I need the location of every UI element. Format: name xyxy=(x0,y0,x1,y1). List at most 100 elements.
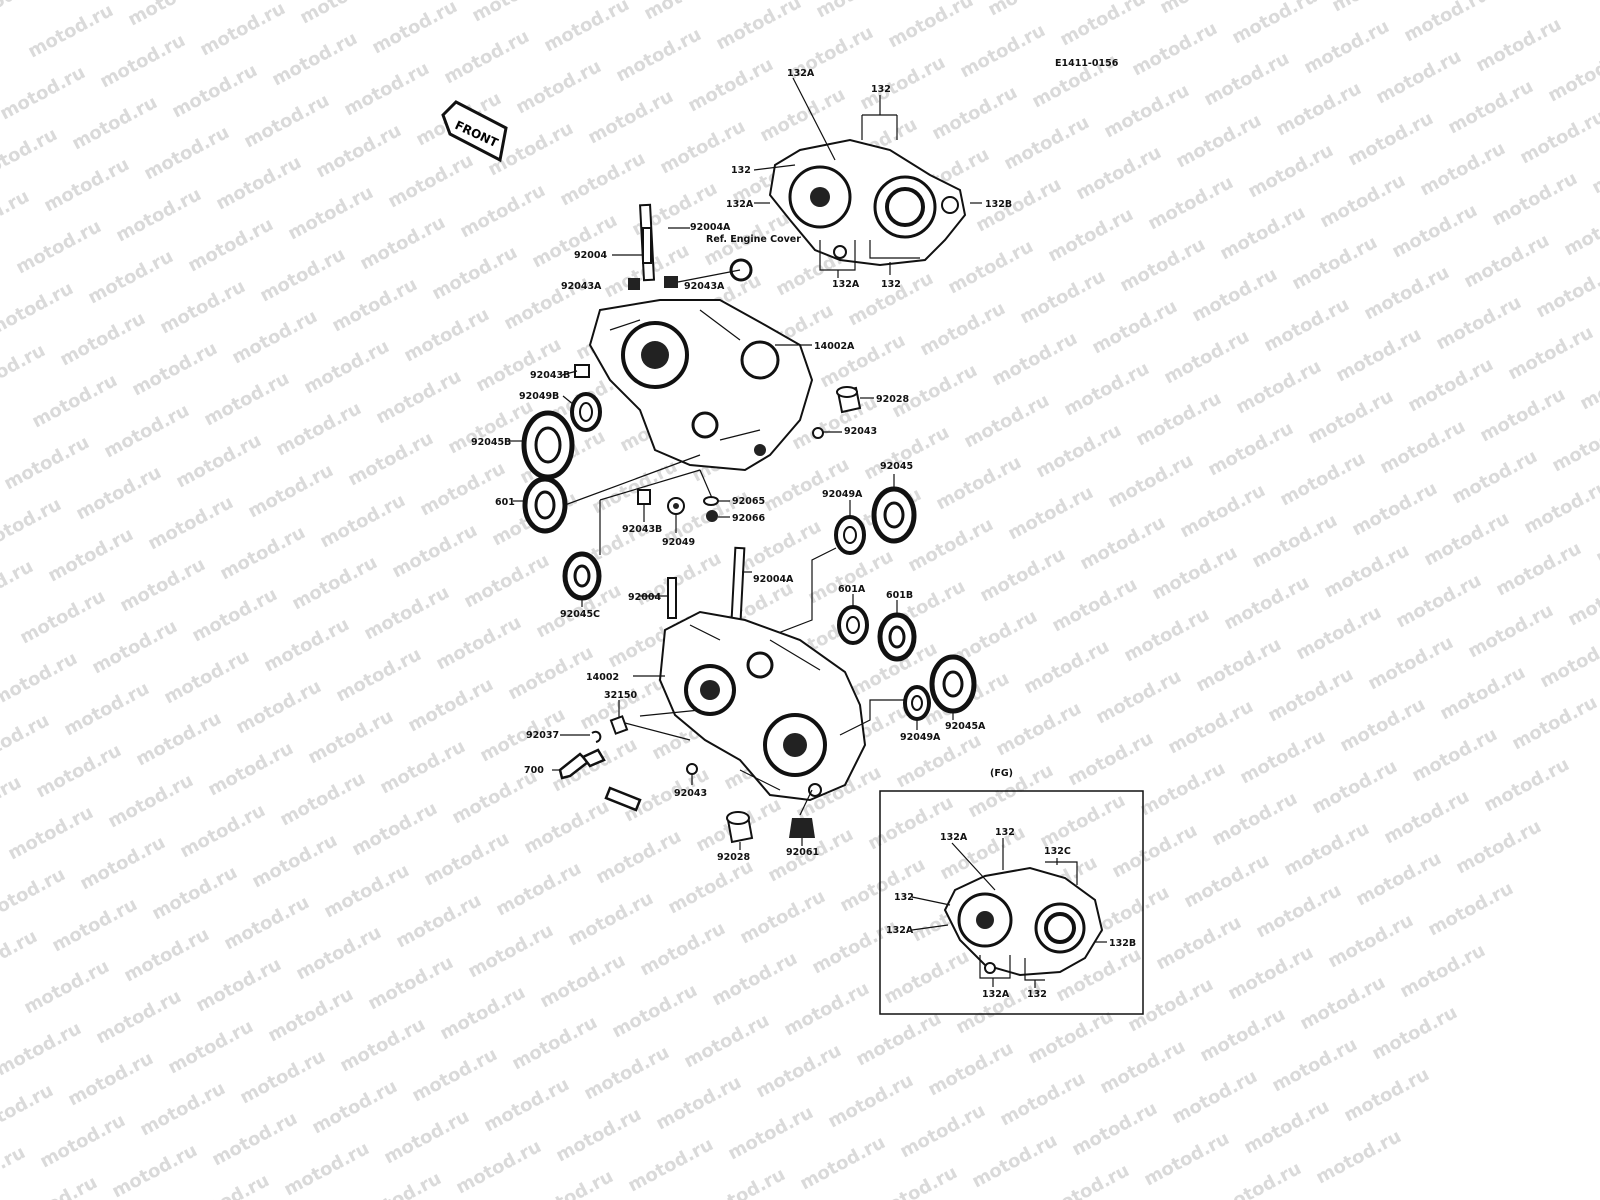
watermark-text: motod.ru xyxy=(896,1100,988,1162)
watermark-text: motod.ru xyxy=(380,1106,472,1168)
watermark-text: motod.ru xyxy=(428,242,520,304)
watermark-text: motod.ru xyxy=(1204,418,1296,480)
watermark-text: motod.ru xyxy=(1464,600,1556,662)
watermark-text: motod.ru xyxy=(1236,726,1328,788)
watermark-text: motod.ru xyxy=(1304,386,1396,448)
watermark-text: motod.ru xyxy=(1200,48,1292,110)
watermark-text: motod.ru xyxy=(400,304,492,366)
watermark-text: motod.ru xyxy=(996,1068,1088,1130)
label-92028-upper: 92028 xyxy=(876,394,909,405)
watermark-text: motod.ru xyxy=(0,864,69,926)
watermark-text: motod.ru xyxy=(1232,356,1324,418)
watermark-text: motod.ru xyxy=(1076,512,1168,574)
watermark-text: motod.ru xyxy=(192,954,284,1016)
watermark-text: motod.ru xyxy=(868,1162,960,1200)
watermark-text: motod.ru xyxy=(1004,482,1096,544)
watermark-text: motod.ru xyxy=(588,456,680,518)
fg-inset-frame xyxy=(879,790,1144,1015)
watermark-text: motod.ru xyxy=(56,308,148,370)
fg-label-132-top: 132 xyxy=(995,827,1015,838)
label-132A-left: 132A xyxy=(726,199,754,210)
watermark-text: motod.ru xyxy=(1396,940,1488,1002)
watermark-text: motod.ru xyxy=(1196,1004,1288,1066)
watermark-text: motod.ru xyxy=(976,544,1068,606)
watermark-text: motod.ru xyxy=(1328,0,1420,16)
label-92061: 92061 xyxy=(786,847,819,858)
watermark-text: motod.ru xyxy=(1560,198,1600,260)
watermark-text: motod.ru xyxy=(1320,540,1412,602)
watermark-text: motod.ru xyxy=(1132,388,1224,450)
watermark-text: motod.ru xyxy=(28,370,120,432)
watermark-text: motod.ru xyxy=(992,698,1084,760)
fg-label-132A-bottom: 132A xyxy=(982,989,1010,1000)
watermark-text: motod.ru xyxy=(256,244,348,306)
watermark-text: motod.ru xyxy=(1136,758,1228,820)
watermark-text: motod.ru xyxy=(72,462,164,524)
watermark-text: motod.ru xyxy=(260,614,352,676)
watermark-text: motod.ru xyxy=(280,1138,372,1200)
watermark-text: motod.ru xyxy=(1408,724,1500,786)
watermark-text: motod.ru xyxy=(640,0,732,24)
watermark-text: motod.ru xyxy=(812,0,904,22)
watermark-text: motod.ru xyxy=(1048,574,1140,636)
watermark-text: motod.ru xyxy=(104,770,196,832)
label-601: 601 xyxy=(495,497,515,508)
label-132B-top: 132B xyxy=(985,199,1012,210)
watermark-text: motod.ru xyxy=(200,368,292,430)
watermark-text: motod.ru xyxy=(120,924,212,986)
watermark-text: motod.ru xyxy=(536,950,628,1012)
watermark-text: motod.ru xyxy=(208,1108,300,1170)
watermark-text: motod.ru xyxy=(1292,602,1384,664)
watermark-text: motod.ru xyxy=(592,826,684,888)
watermark-text: motod.ru xyxy=(1404,354,1496,416)
watermark-text: motod.ru xyxy=(0,556,37,618)
watermark-text: motod.ru xyxy=(1368,1002,1460,1064)
small-parts-lower-left xyxy=(552,700,701,812)
watermark-text: motod.ru xyxy=(332,644,424,706)
label-132-left: 132 xyxy=(731,165,751,176)
watermark-text: motod.ru xyxy=(756,84,848,146)
watermark-text: motod.ru xyxy=(984,0,1076,20)
watermark-text: motod.ru xyxy=(140,122,232,184)
watermark-text: motod.ru xyxy=(0,926,41,988)
watermark-text: motod.ru xyxy=(1452,816,1544,878)
watermark-text: motod.ru xyxy=(928,82,1020,144)
watermark-text: motod.ru xyxy=(1244,140,1336,202)
watermark-text: motod.ru xyxy=(1424,878,1516,940)
watermark-text: motod.ru xyxy=(864,792,956,854)
watermark-text: motod.ru xyxy=(1020,636,1112,698)
watermark-text: motod.ru xyxy=(680,1010,772,1072)
watermark-text: motod.ru xyxy=(1000,112,1092,174)
watermark-text: motod.ru xyxy=(1164,696,1256,758)
label-92049A-lower: 92049A xyxy=(900,732,941,743)
watermark-text: motod.ru xyxy=(420,828,512,890)
watermark-text: motod.ru xyxy=(1224,942,1316,1004)
watermark-text: motod.ru xyxy=(880,946,972,1008)
fg-label-132C: 132C xyxy=(1044,846,1071,857)
watermark-text: motod.ru xyxy=(236,1046,328,1108)
watermark-text: motod.ru xyxy=(1044,204,1136,266)
watermark-text: motod.ru xyxy=(1504,322,1596,384)
watermark-text: motod.ru xyxy=(316,490,408,552)
watermark-text: motod.ru xyxy=(1088,296,1180,358)
watermark-text: motod.ru xyxy=(404,674,496,736)
watermark-text: motod.ru xyxy=(132,708,224,770)
watermark-text: motod.ru xyxy=(608,980,700,1042)
watermark-text: motod.ru xyxy=(636,918,728,980)
watermark-text: motod.ru xyxy=(1492,538,1584,600)
watermark-text: motod.ru xyxy=(392,890,484,952)
watermark-text: motod.ru xyxy=(320,860,412,922)
watermark-text: motod.ru xyxy=(296,0,388,28)
watermark-text: motod.ru xyxy=(376,736,468,798)
watermark-text: motod.ru xyxy=(1300,16,1392,78)
watermark-text: motod.ru xyxy=(116,554,208,616)
watermark-text: motod.ru xyxy=(1172,110,1264,172)
watermark-text: motod.ru xyxy=(36,1110,128,1172)
watermark-text: motod.ru xyxy=(436,982,528,1044)
watermark-text: motod.ru xyxy=(1072,142,1164,204)
watermark-text: motod.ru xyxy=(1508,692,1600,754)
watermark-text: motod.ru xyxy=(1188,264,1280,326)
watermark-text: motod.ru xyxy=(144,492,236,554)
watermark-text: motod.ru xyxy=(1120,604,1212,666)
watermark-text: motod.ru xyxy=(1376,416,1468,478)
